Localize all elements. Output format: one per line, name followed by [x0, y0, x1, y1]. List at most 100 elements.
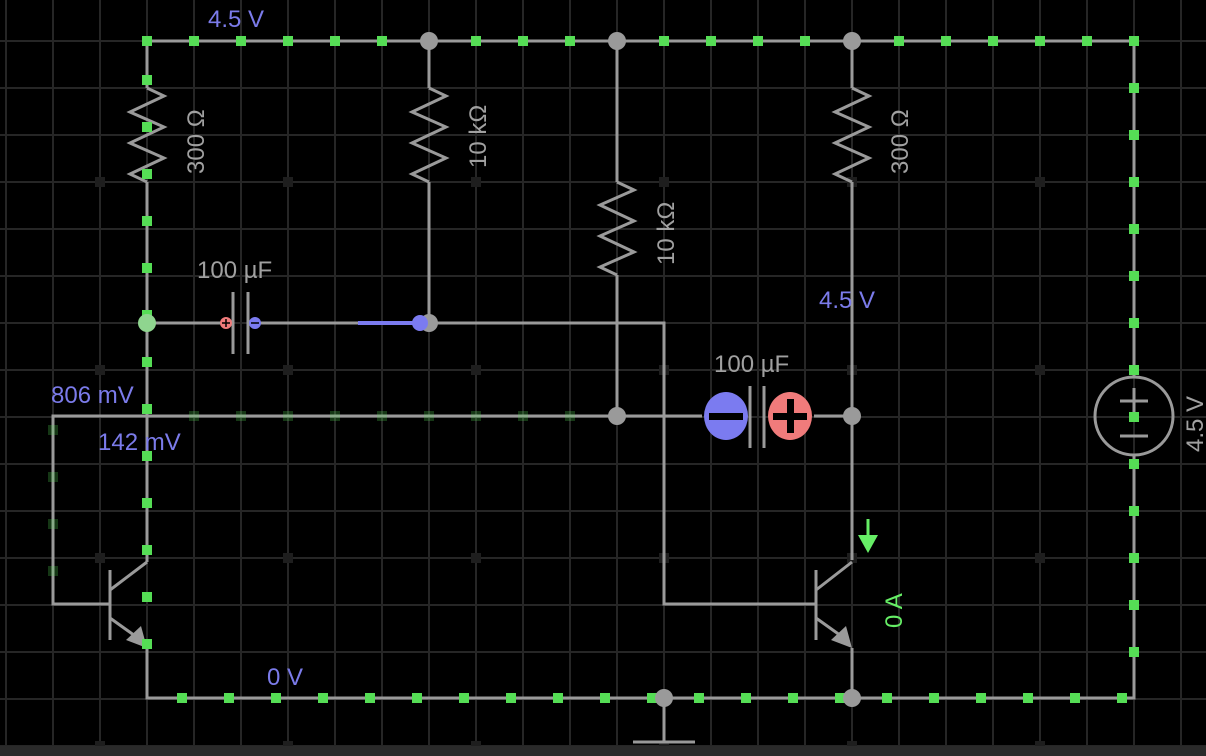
node[interactable] [608, 407, 626, 425]
wire-q1-base[interactable] [51, 414, 702, 606]
wire-c1-right[interactable] [248, 321, 816, 606]
current-dot [1023, 693, 1033, 703]
current-dot [189, 411, 199, 421]
node[interactable] [843, 407, 861, 425]
dc-voltage-source-icon[interactable] [1093, 375, 1175, 457]
node[interactable] [843, 32, 861, 50]
current-dot [236, 411, 246, 421]
current-dot [142, 36, 152, 46]
current-dot [283, 411, 293, 421]
node[interactable] [655, 689, 673, 707]
current-dot [330, 36, 340, 46]
current-label: 0 A [881, 593, 908, 628]
voltage-label-base: 806 mV [51, 382, 134, 409]
node[interactable] [138, 314, 156, 332]
current-dot [142, 75, 152, 85]
wire-right-lower[interactable] [145, 456, 1136, 700]
current-dot [976, 693, 986, 703]
current-dot [882, 693, 892, 703]
current-dot [377, 36, 387, 46]
resistor-icon[interactable] [596, 180, 638, 277]
wire-top[interactable] [145, 39, 1136, 376]
grid-anchor [95, 177, 105, 187]
current-dot [48, 472, 58, 482]
current-dot [1117, 693, 1127, 703]
current-dot [565, 411, 575, 421]
current-dot [48, 425, 58, 435]
resistor-icon[interactable] [408, 86, 450, 184]
node[interactable] [843, 689, 861, 707]
grid-anchor [283, 365, 293, 375]
current-dot [471, 411, 481, 421]
current-dot [565, 36, 575, 46]
current-dot [142, 169, 152, 179]
current-dot [988, 36, 998, 46]
current-dot [788, 693, 798, 703]
current-dot [1129, 506, 1139, 516]
voltage-label-top: 4.5 V [208, 6, 264, 33]
current-dot [929, 693, 939, 703]
current-dot [659, 36, 669, 46]
node[interactable] [420, 32, 438, 50]
voltage-label-collector: 4.5 V [819, 287, 875, 314]
bottom-toolbar [0, 746, 1206, 756]
current-dot [377, 411, 387, 421]
grid-anchor [1035, 553, 1045, 563]
current-dot [189, 36, 199, 46]
current-dot [142, 592, 152, 602]
current-dot [318, 693, 328, 703]
current-dot [518, 411, 528, 421]
current-dot [142, 545, 152, 555]
current-dot [1129, 459, 1139, 469]
resistor-label: 10 kΩ [653, 202, 680, 265]
current-dot [553, 693, 563, 703]
current-dot [48, 519, 58, 529]
current-dot [835, 693, 845, 703]
current-dot [142, 498, 152, 508]
current-dot [459, 693, 469, 703]
current-dot [1129, 130, 1139, 140]
current-dot [142, 451, 152, 461]
grid-anchor [659, 177, 669, 187]
grid-anchor [1035, 177, 1045, 187]
resistor-label: 10 kΩ [465, 105, 492, 168]
current-dot [1129, 36, 1139, 46]
current-dot [1129, 412, 1139, 422]
current-dot [412, 693, 422, 703]
grid-anchor [471, 553, 481, 563]
current-dot [271, 693, 281, 703]
current-dot [1129, 318, 1139, 328]
current-dot [1129, 177, 1139, 187]
resistor-label: 300 Ω [887, 109, 914, 174]
node[interactable] [608, 32, 626, 50]
current-dot [694, 693, 704, 703]
emitter-arrow [831, 626, 852, 648]
current-dot [224, 693, 234, 703]
current-dot [1129, 647, 1139, 657]
wires [51, 39, 1136, 744]
voltage-label-ground: 0 V [267, 664, 303, 691]
resistor-icon[interactable] [126, 86, 168, 184]
grid-anchor [283, 553, 293, 563]
capacitor-label: 100 µF [714, 351, 789, 378]
current-dot [1082, 36, 1092, 46]
current-dot [800, 36, 810, 46]
current-dot [424, 411, 434, 421]
current-dot [1129, 271, 1139, 281]
current-dot [647, 693, 657, 703]
current-dot [753, 36, 763, 46]
current-dot [894, 36, 904, 46]
resistor-icon[interactable] [831, 86, 873, 184]
current-dot [142, 639, 152, 649]
current-dot [48, 566, 58, 576]
current-dot [1129, 83, 1139, 93]
current-dot [741, 693, 751, 703]
current-dot [1129, 224, 1139, 234]
grid-anchor [283, 177, 293, 187]
current-dot [471, 36, 481, 46]
current-dot [177, 693, 187, 703]
current-dot [1129, 600, 1139, 610]
voltage-label-collector-left: 142 mV [98, 429, 181, 456]
